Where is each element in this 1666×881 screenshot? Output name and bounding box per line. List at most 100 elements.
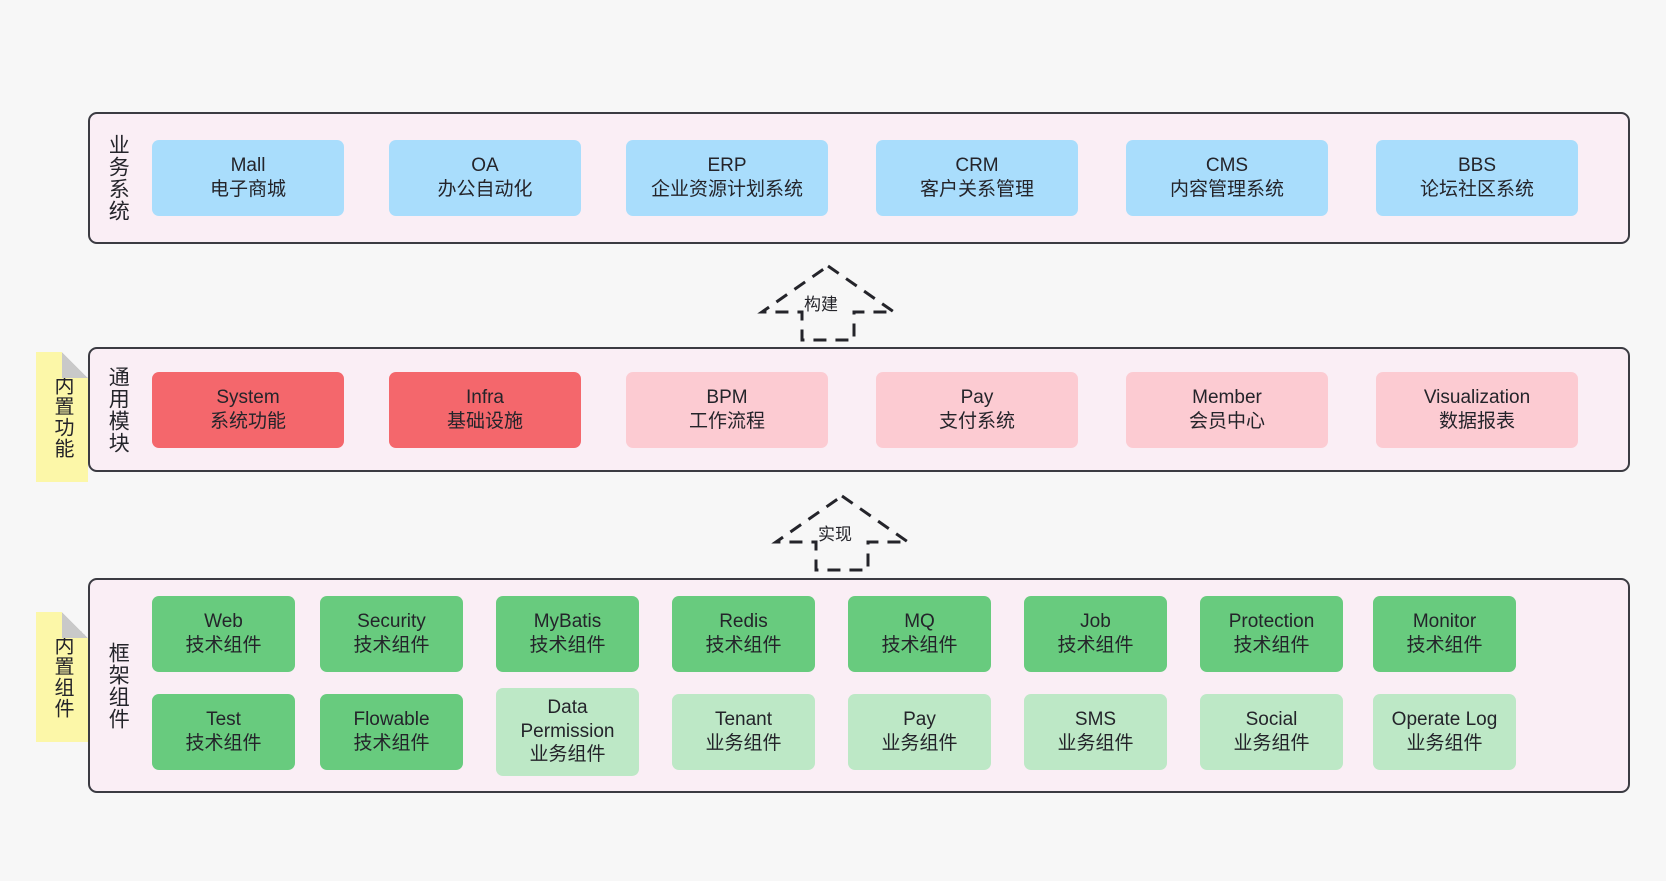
node-job[interactable]: Job 技术组件 [1024,595,1167,672]
node-pay-component-en: Pay [903,708,936,730]
node-visualization-cn: 数据报表 [1438,410,1515,432]
node-monitor[interactable]: Monitor 技术组件 [1373,595,1516,672]
node-protection-en: Protection [1228,610,1315,632]
node-test-en: Test [206,708,241,730]
layer-title-framework-component: 框架组件 [106,641,130,730]
node-flowable[interactable]: Flowable 技术组件 [320,693,463,770]
layer-body-common-module: System 系统功能 Infra 基础设施 BPM 工作流程 Pay 支付系统… [144,349,1628,470]
node-cms-cn: 内容管理系统 [1169,179,1284,200]
node-test[interactable]: Test 技术组件 [152,693,295,770]
node-web-en: Web [204,610,243,632]
node-tenant-cn: 业务组件 [705,732,782,754]
node-bbs-cn: 论坛社区系统 [1419,179,1534,200]
node-cms[interactable]: CMS 内容管理系统 [1126,140,1328,216]
node-operate-log-en: Operate Log [1391,708,1498,730]
node-infra-en: Infra [465,386,505,408]
node-bbs[interactable]: BBS 论坛社区系统 [1376,140,1578,216]
node-mall-cn: 电子商城 [209,179,286,200]
node-pay-module-en: Pay [960,386,994,408]
layer-business-system: 业务系统 Mall 电子商城 OA 办公自动化 ERP 企业资源计划系统 CRM… [88,112,1630,244]
node-visualization-en: Visualization [1423,386,1531,408]
node-bpm-en: BPM [706,386,748,408]
node-mybatis-en: MyBatis [533,610,602,632]
node-member[interactable]: Member 会员中心 [1126,371,1328,448]
node-sms[interactable]: SMS 业务组件 [1024,693,1167,770]
node-protection-cn: 技术组件 [1233,634,1310,656]
node-bbs-en: BBS [1457,155,1497,177]
connector-build: 构建 [757,262,899,344]
node-monitor-en: Monitor [1412,610,1477,632]
node-mq[interactable]: MQ 技术组件 [848,595,991,672]
node-erp[interactable]: ERP 企业资源计划系统 [626,140,828,216]
layer-common-module: 通用模块 System 系统功能 Infra 基础设施 BPM 工作流程 Pay… [88,347,1630,472]
node-flowable-cn: 技术组件 [353,732,430,754]
node-web[interactable]: Web 技术组件 [152,595,295,672]
node-social-en: Social [1245,708,1298,730]
node-social-cn: 业务组件 [1233,732,1310,754]
node-system[interactable]: System 系统功能 [152,371,344,448]
node-flowable-en: Flowable [353,708,430,730]
connector-build-label: 构建 [804,295,838,314]
node-erp-en: ERP [707,155,747,177]
node-sms-cn: 业务组件 [1057,732,1134,754]
node-oa-en: OA [471,155,499,177]
node-operate-log-cn: 业务组件 [1406,732,1483,754]
layer-title-common-module: 通用模块 [106,365,130,454]
node-crm-cn: 客户关系管理 [919,179,1034,200]
node-crm[interactable]: CRM 客户关系管理 [876,140,1078,216]
node-pay-component-cn: 业务组件 [881,732,958,754]
node-security-cn: 技术组件 [353,634,430,656]
node-redis[interactable]: Redis 技术组件 [672,595,815,672]
node-member-cn: 会员中心 [1188,410,1265,432]
layer-body-framework-component: Web 技术组件 Security 技术组件 MyBatis 技术组件 Redi… [144,580,1628,791]
node-job-en: Job [1080,610,1111,632]
node-mall[interactable]: Mall 电子商城 [152,140,344,216]
node-tenant-en: Tenant [714,708,773,730]
node-mybatis-cn: 技术组件 [529,634,606,656]
node-redis-en: Redis [719,610,768,632]
node-security[interactable]: Security 技术组件 [320,595,463,672]
node-bpm[interactable]: BPM 工作流程 [626,371,828,448]
layer-framework-component: 框架组件 Web 技术组件 Security 技术组件 MyBatis 技术组件… [88,578,1630,793]
note-built-in-component: 内置组件 [36,612,88,742]
node-mybatis[interactable]: MyBatis 技术组件 [496,595,639,672]
note-built-in-component-text: 内置组件 [51,635,73,719]
node-mq-en: MQ [904,610,935,632]
node-crm-en: CRM [955,155,999,177]
node-pay-component[interactable]: Pay 业务组件 [848,693,991,770]
node-visualization[interactable]: Visualization 数据报表 [1376,371,1578,448]
node-tenant[interactable]: Tenant 业务组件 [672,693,815,770]
node-job-cn: 技术组件 [1057,634,1134,656]
node-system-cn: 系统功能 [209,410,286,432]
node-redis-cn: 技术组件 [705,634,782,656]
layer-title-business-system: 业务系统 [106,134,130,222]
node-bpm-cn: 工作流程 [688,410,765,432]
node-mq-cn: 技术组件 [881,634,958,656]
node-erp-cn: 企业资源计划系统 [650,179,803,200]
framework-row-business: Test 技术组件 Flowable 技术组件 Data Permission … [146,687,1618,776]
node-pay-module-cn: 支付系统 [938,410,1015,432]
node-web-cn: 技术组件 [185,634,262,656]
connector-implement-label: 实现 [818,525,852,544]
framework-row-tech: Web 技术组件 Security 技术组件 MyBatis 技术组件 Redi… [146,595,1618,672]
node-oa[interactable]: OA 办公自动化 [389,140,581,216]
node-social[interactable]: Social 业务组件 [1200,693,1343,770]
node-operate-log[interactable]: Operate Log 业务组件 [1373,693,1516,770]
node-sms-en: SMS [1074,708,1117,730]
node-mall-en: Mall [230,155,266,177]
note-built-in-function: 内置功能 [36,352,88,482]
node-pay-module[interactable]: Pay 支付系统 [876,371,1078,448]
node-oa-cn: 办公自动化 [437,179,533,200]
layer-body-business-system: Mall 电子商城 OA 办公自动化 ERP 企业资源计划系统 CRM 客户关系… [144,114,1628,242]
node-infra-cn: 基础设施 [446,410,523,432]
node-data-permission-en: Data Permission [520,696,615,742]
node-protection[interactable]: Protection 技术组件 [1200,595,1343,672]
node-test-cn: 技术组件 [185,732,262,754]
node-security-en: Security [357,610,426,632]
node-infra[interactable]: Infra 基础设施 [389,371,581,448]
node-member-en: Member [1192,386,1262,408]
node-cms-en: CMS [1205,155,1249,177]
node-data-permission[interactable]: Data Permission 业务组件 [496,687,639,776]
node-data-permission-cn: 业务组件 [529,744,606,766]
